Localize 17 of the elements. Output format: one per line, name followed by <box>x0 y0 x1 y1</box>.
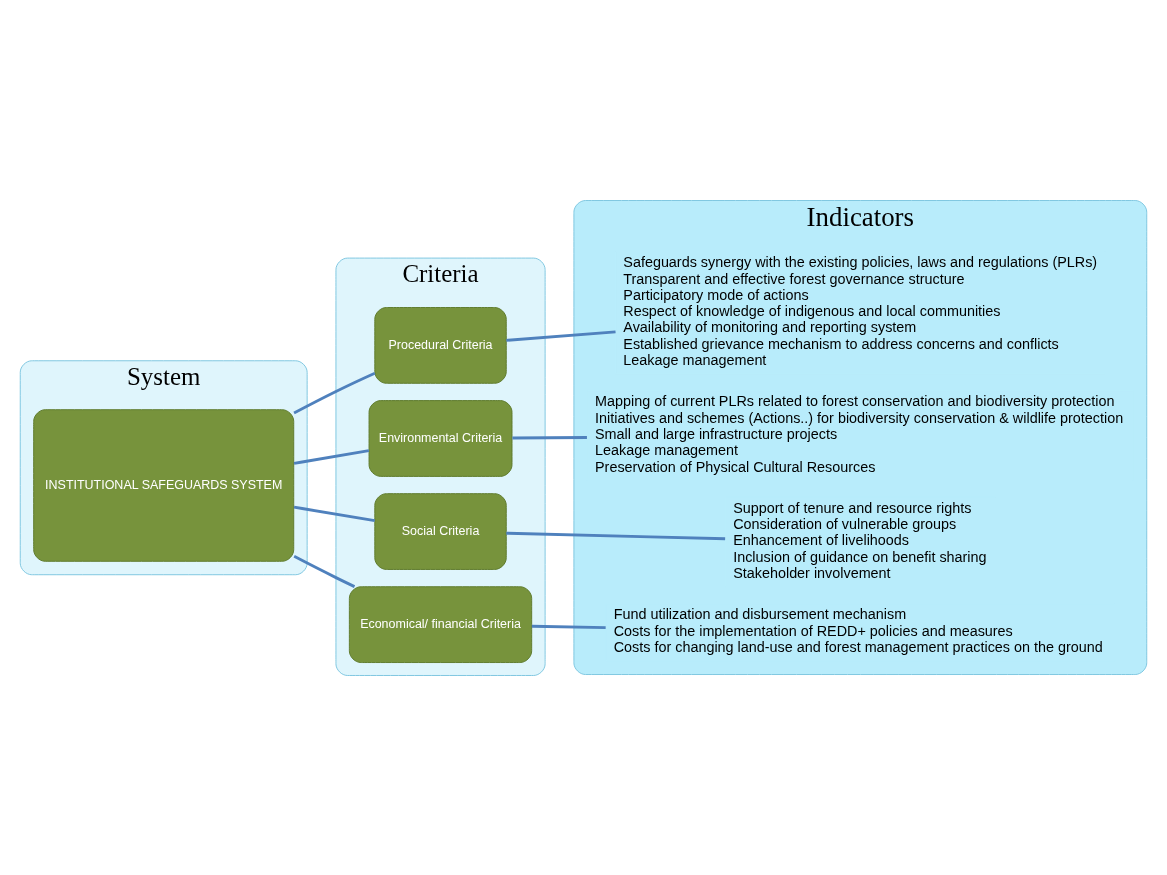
node-box: Economical/ financial Criteria <box>348 585 533 663</box>
connector <box>293 448 370 465</box>
connector <box>506 531 726 540</box>
node-text: Mapping of current PLRs related to forest conservation and biodiversity protection Initiatives and schemes (Actions..) for biodiversity conservation & wildlife protection Small and large infrastructure projects Leakage management Preservation of Physical Cultural Resources <box>595 392 1124 475</box>
connector <box>293 554 356 588</box>
node-box: Social Criteria <box>374 492 507 570</box>
node-text: Safeguards synergy with the existing policies, laws and regulations (PLRs) Transparent and effective forest governance structure Participatory mode of actions Respect of knowledge of indigenous and local communities Availability of monitoring and reporting system Established grievance mechanism to address concerns and conflicts Leakage management <box>623 253 1098 368</box>
connector <box>512 435 587 439</box>
connector <box>506 329 616 342</box>
node-text: Support of tenure and resource rights Consideration of vulnerable groups Enhancement of livelihoods Inclusion of guidance on benefit sharing Stakeholder involvement <box>733 499 987 581</box>
node-text: Fund utilization and disbursement mechanism Costs for the implementation of REDD+ policies and measures Costs for changing land-use and forest management practices on the ground <box>613 605 1103 655</box>
node-box: Environmental Criteria <box>368 399 513 477</box>
node-box: INSTITUTIONAL SAFEGUARDS SYSTEM <box>33 408 295 562</box>
connector <box>293 505 375 522</box>
connector <box>531 624 606 629</box>
node-box: Procedural Criteria <box>374 306 507 384</box>
connector <box>293 371 376 414</box>
